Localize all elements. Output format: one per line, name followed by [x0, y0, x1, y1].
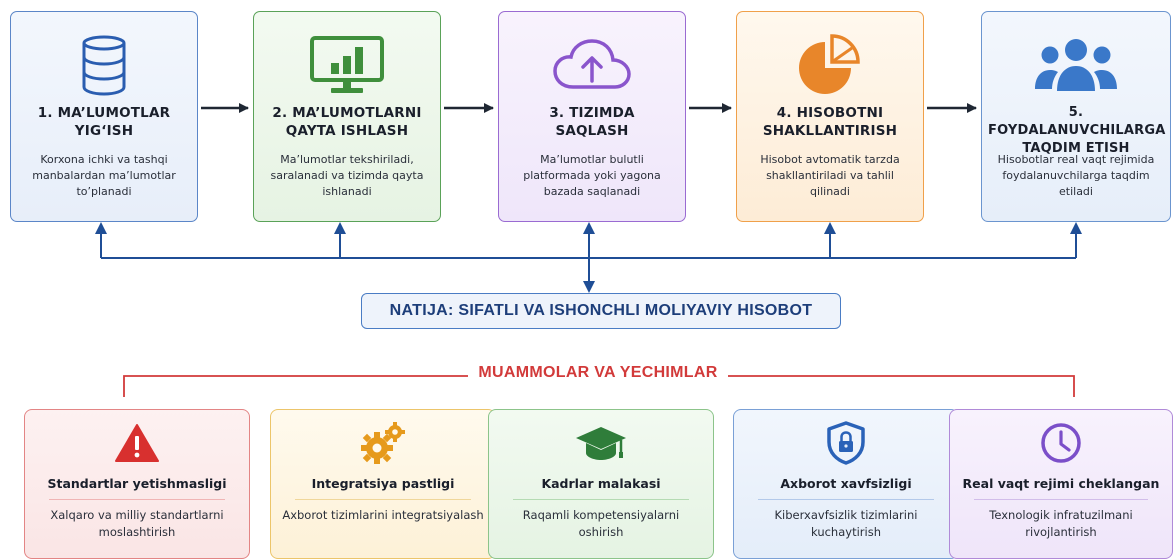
- step-card-report: 4. HISOBOTNI SHAKLLANTIRISH Hisobot avto…: [736, 11, 924, 222]
- problems-section-title: MUAMMOLAR VA YECHIMLAR: [468, 364, 728, 382]
- divider: [295, 499, 471, 500]
- problem-solution: Xalqaro va milliy standartlarni moslasht…: [50, 508, 224, 539]
- step-description: Hisobot avtomatik tarzda shakllantirilad…: [760, 153, 900, 198]
- problem-card-staff: Kadrlar malakasi Raqamli kompetensiyalar…: [488, 409, 714, 559]
- problem-title: Axborot xavfsizligi: [780, 476, 912, 491]
- step-description: Korxona ichki va tashqi manbalardan ma’l…: [32, 153, 176, 198]
- result-banner: NATIJA: SIFATLI VA ISHONCHLI MOLIYAVIY H…: [361, 293, 841, 329]
- step-card-process: 2. MA’LUMOTLARNI QAYTA ISHLASH Ma’lumotl…: [253, 11, 441, 222]
- problem-title: Real vaqt rejimi cheklangan: [962, 476, 1160, 491]
- step-card-collect: 1. MA’LUMOTLAR YIG‘ISH Korxona ichki va …: [10, 11, 198, 222]
- problem-solution: Texnologik infratuzilmani rivojlantirish: [989, 508, 1133, 539]
- step-description: Ma’lumotlar tekshiriladi, saralanadi va …: [270, 153, 424, 198]
- step-description: Hisobotlar real vaqt rejimida foydalanuv…: [997, 153, 1155, 198]
- step-title-line2: SHAKLLANTIRISH: [762, 123, 898, 139]
- pie-chart-icon: [737, 34, 923, 96]
- database-icon: [11, 34, 197, 96]
- step-title-line2: YIG‘ISH: [74, 123, 134, 139]
- problem-card-standards: Standartlar yetishmasligi Xalqaro va mil…: [24, 409, 250, 559]
- step-title-line1: 3. TIZIMDA: [549, 105, 635, 121]
- problem-card-security: Axborot xavfsizligi Kiberxavfsizlik tizi…: [733, 409, 959, 559]
- warning-icon: [25, 422, 249, 464]
- step-title-line2: QAYTA ISHLASH: [285, 123, 409, 139]
- clock-icon: [950, 422, 1172, 464]
- problem-solution: Raqamli kompetensiyalarni oshirish: [522, 508, 680, 539]
- gears-icon: [271, 422, 495, 464]
- cloud-upload-icon: [499, 34, 685, 96]
- step-description: Ma’lumotlar bulutli platformada yoki yag…: [523, 153, 661, 198]
- step-card-store: 3. TIZIMDA SAQLASH Ma’lumotlar bulutli p…: [498, 11, 686, 222]
- problem-solution: Kiberxavfsizlik tizimlarini kuchaytirish: [774, 508, 918, 539]
- problem-title: Kadrlar malakasi: [541, 476, 661, 491]
- shield-lock-icon: [734, 421, 958, 465]
- problem-solution: Axborot tizimlarini integratsiyalash: [282, 508, 484, 522]
- problem-title: Standartlar yetishmasligi: [47, 476, 227, 491]
- problem-card-realtime: Real vaqt rejimi cheklangan Texnologik i…: [949, 409, 1173, 559]
- divider: [49, 499, 225, 500]
- problem-title: Integratsiya pastligi: [311, 476, 455, 491]
- divider: [513, 499, 689, 500]
- step-title-line1: 2. MA’LUMOTLARNI: [272, 105, 422, 121]
- step-title-line2: TAQDIM ETISH: [1022, 141, 1130, 156]
- divider: [974, 499, 1148, 500]
- graduation-cap-icon: [489, 422, 713, 464]
- step-title-line1: 5. FOYDALANUVCHILARGA: [988, 105, 1166, 138]
- step-card-deliver: 5. FOYDALANUVCHILARGA TAQDIM ETISH Hisob…: [981, 11, 1171, 222]
- step-title-line1: 1. MA’LUMOTLAR: [37, 105, 171, 121]
- users-icon: [982, 34, 1170, 96]
- problem-card-integration: Integratsiya pastligi Axborot tizimlarin…: [270, 409, 496, 559]
- monitor-chart-icon: [254, 34, 440, 96]
- step-title-line1: 4. HISOBOTNI: [776, 105, 884, 121]
- divider: [758, 499, 934, 500]
- step-title-line2: SAQLASH: [555, 123, 629, 139]
